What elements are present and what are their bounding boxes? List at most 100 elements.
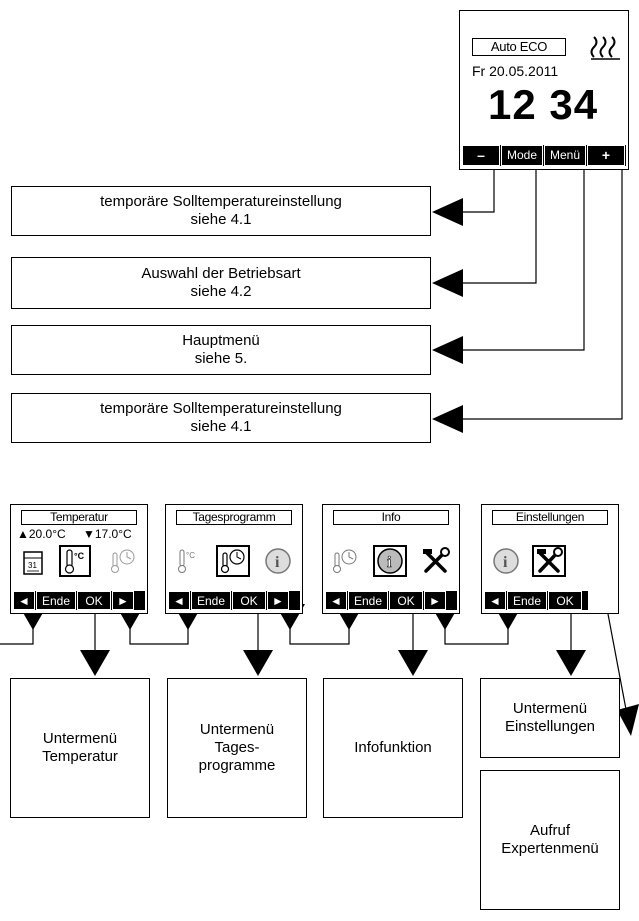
submenu-text: Untermenü bbox=[199, 721, 275, 738]
submenu-text: Temperatur bbox=[42, 748, 118, 765]
info-glyph: i bbox=[503, 554, 508, 571]
explanation-text: temporäre Solltemperatureinstellung bbox=[100, 400, 342, 417]
explanation-box-plus: temporäre Solltemperatureinstellung sieh… bbox=[11, 393, 431, 443]
arrowhead-down bbox=[556, 650, 586, 676]
ok-key[interactable]: OK bbox=[232, 591, 266, 610]
arrowhead-down bbox=[80, 650, 110, 676]
menu-softkey-bar: ◄ Ende OK ► bbox=[168, 591, 300, 610]
explanation-text: Hauptmenü bbox=[182, 332, 260, 349]
connector-left-in bbox=[0, 624, 34, 645]
thermometer-clock-icon bbox=[216, 545, 250, 577]
menu-screen-info: Info i ◄ Ende OK ► bbox=[322, 504, 460, 614]
explanation-ref: siehe 4.1 bbox=[190, 418, 252, 435]
tools-icon bbox=[423, 547, 450, 573]
connector-mode-key bbox=[445, 170, 537, 284]
submenu-text: Untermenü bbox=[512, 700, 588, 717]
expert-text: Expertenmenü bbox=[501, 840, 599, 857]
menu-title: Temperatur bbox=[21, 510, 137, 525]
thermometer-clock-icon bbox=[333, 549, 357, 573]
prev-key[interactable]: ◄ bbox=[168, 591, 190, 610]
explanation-text: temporäre Solltemperatureinstellung bbox=[100, 193, 342, 210]
arrowhead-down bbox=[243, 650, 273, 676]
celsius-text: °C bbox=[74, 551, 85, 561]
thermometer-celsius-icon: °C bbox=[178, 549, 195, 573]
plus-key[interactable]: + bbox=[587, 145, 625, 166]
main-display: Auto ECO Fr 20.05.2011 12 34 – Mode Menü… bbox=[459, 10, 629, 170]
connector-plus-key bbox=[445, 170, 623, 420]
expert-menu-box: Aufruf Expertenmenü bbox=[480, 770, 620, 910]
ok-key[interactable]: OK bbox=[389, 591, 423, 610]
explanation-text: Auswahl der Betriebsart bbox=[141, 265, 301, 282]
menu-screen-tagesprogramm: Tagesprogramm °C i ◄ Ende OK ► bbox=[165, 504, 303, 614]
ok-key[interactable]: OK bbox=[548, 591, 582, 610]
menu-title: Einstellungen bbox=[492, 510, 608, 525]
main-softkey-bar: – Mode Menü + bbox=[462, 145, 626, 166]
temp-down-label: ▼17.0°C bbox=[83, 527, 132, 541]
arrowhead-left bbox=[432, 269, 463, 297]
submenu-box-tagesprogramme: Untermenü Tages- programme bbox=[167, 678, 307, 818]
connector-expert bbox=[607, 613, 629, 721]
prev-key[interactable]: ◄ bbox=[325, 591, 347, 610]
expert-text: Aufruf bbox=[529, 822, 571, 839]
menu-softkey-bar: ◄ Ende OK ► bbox=[13, 591, 145, 610]
connector-1-2 bbox=[129, 624, 189, 645]
info-icon: i bbox=[265, 548, 291, 574]
arrowhead-expert bbox=[617, 704, 639, 736]
menu-key[interactable]: Menü bbox=[544, 145, 586, 166]
heating-waves-icon bbox=[590, 36, 620, 60]
next-key[interactable]: ► bbox=[267, 591, 289, 610]
info-glyph: i bbox=[387, 554, 392, 571]
explanation-box-menu: Hauptmenü siehe 5. bbox=[11, 325, 431, 375]
ok-key[interactable]: OK bbox=[77, 591, 111, 610]
menu-screen-temperatur: Temperatur ▲20.0°C ▼17.0°C 31 °C ◄ Ende … bbox=[10, 504, 148, 614]
arrowhead-left bbox=[432, 336, 463, 364]
mode-key[interactable]: Mode bbox=[501, 145, 543, 166]
submenu-box-einstellungen: Untermenü Einstellungen bbox=[480, 678, 620, 758]
tools-icon bbox=[532, 545, 566, 577]
submenu-box-temperatur: Untermenü Temperatur bbox=[10, 678, 150, 818]
explanation-box-minus: temporäre Solltemperatureinstellung sieh… bbox=[11, 186, 431, 236]
info-icon: i bbox=[373, 545, 407, 577]
date-label: Fr 20.05.2011 bbox=[472, 63, 559, 79]
next-key[interactable]: ► bbox=[112, 591, 134, 610]
time-display: 12 34 bbox=[488, 81, 599, 128]
calendar-icon: 31 bbox=[23, 551, 43, 575]
calendar-day-text: 31 bbox=[28, 561, 37, 570]
arrowhead-left bbox=[432, 198, 463, 226]
arrowhead-down bbox=[398, 650, 428, 676]
explanation-ref: siehe 5. bbox=[194, 350, 248, 367]
end-key[interactable]: Ende bbox=[191, 591, 231, 610]
connector-2-3 bbox=[289, 624, 350, 645]
menu-title: Info bbox=[333, 510, 449, 525]
menu-softkey-bar: ◄ Ende OK bbox=[484, 591, 588, 610]
submenu-text: Infofunktion bbox=[354, 739, 432, 756]
mode-label: Auto ECO bbox=[472, 38, 566, 56]
arrowhead-left bbox=[432, 405, 463, 433]
explanation-ref: siehe 4.1 bbox=[190, 211, 252, 228]
submenu-text: Untermenü bbox=[42, 730, 118, 747]
connector-3-4 bbox=[444, 624, 509, 645]
end-key[interactable]: Ende bbox=[36, 591, 76, 610]
celsius-text: °C bbox=[186, 551, 195, 560]
info-glyph: i bbox=[275, 554, 280, 571]
menu-title: Tagesprogramm bbox=[176, 510, 292, 525]
info-icon: i bbox=[493, 548, 519, 574]
submenu-text: Einstellungen bbox=[504, 718, 596, 735]
minus-key[interactable]: – bbox=[462, 145, 500, 166]
menu-softkey-bar: ◄ Ende OK ► bbox=[325, 591, 457, 610]
submenu-text: Tages- bbox=[214, 739, 260, 756]
thermometer-clock-icon bbox=[111, 549, 135, 573]
explanation-box-mode: Auswahl der Betriebsart siehe 4.2 bbox=[11, 257, 431, 309]
next-key[interactable]: ► bbox=[424, 591, 446, 610]
prev-key[interactable]: ◄ bbox=[13, 591, 35, 610]
submenu-box-info: Infofunktion bbox=[323, 678, 463, 818]
end-key[interactable]: Ende bbox=[507, 591, 547, 610]
connector-menu-key bbox=[445, 170, 585, 351]
end-key[interactable]: Ende bbox=[348, 591, 388, 610]
menu-screen-einstellungen: Einstellungen i ◄ Ende OK bbox=[481, 504, 619, 614]
explanation-ref: siehe 4.2 bbox=[190, 283, 252, 300]
submenu-text: programme bbox=[198, 757, 276, 774]
thermometer-celsius-icon: °C bbox=[59, 545, 91, 577]
prev-key[interactable]: ◄ bbox=[484, 591, 506, 610]
temp-up-label: ▲20.0°C bbox=[17, 527, 66, 541]
